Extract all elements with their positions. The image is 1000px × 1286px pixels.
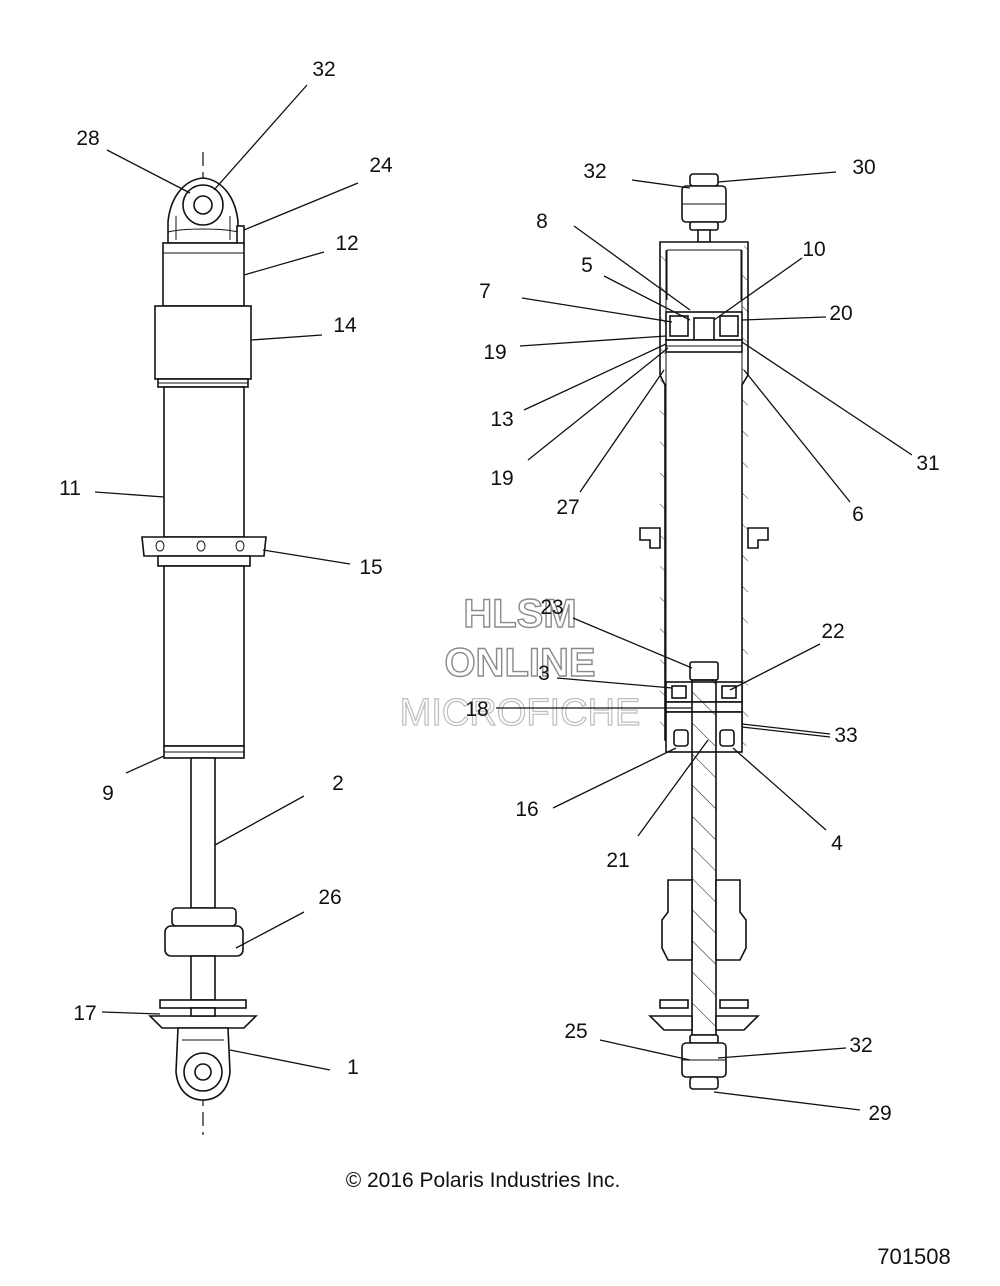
callout-7: 7 — [479, 280, 491, 303]
washer-17 — [159, 999, 247, 1009]
callout-11: 11 — [59, 477, 81, 500]
reservoir-fitting — [236, 225, 245, 245]
leader-lines — [94, 84, 913, 1111]
callout-5: 5 — [581, 254, 593, 277]
watermark-line-3: MICROFICHE — [400, 692, 641, 734]
section-shaft — [691, 679, 717, 1036]
callout-32: 32 — [312, 58, 335, 81]
right-shock-cross-section — [639, 173, 769, 1090]
callout-1: 1 — [347, 1056, 359, 1079]
section-top-bushing — [689, 173, 719, 187]
top-eyelet-bore-inner — [193, 195, 213, 215]
callout-9: 9 — [102, 782, 114, 805]
callout-16: 16 — [515, 798, 538, 821]
callout-26: 26 — [318, 886, 341, 909]
callout-19-a: 19 — [483, 341, 506, 364]
callout-14: 14 — [333, 314, 357, 337]
callout-23: 23 — [540, 596, 563, 619]
callout-30: 30 — [852, 156, 875, 179]
spring-collar-14 — [154, 305, 252, 380]
callout-32-bottom: 32 — [849, 1034, 872, 1057]
callout-32-top: 32 — [583, 160, 606, 183]
callout-19-b: 19 — [490, 467, 513, 490]
callout-4: 4 — [831, 832, 843, 855]
watermark-line-2: ONLINE — [444, 641, 595, 685]
lower-cup — [148, 1015, 258, 1029]
adjuster-ring-15 — [141, 536, 267, 557]
watermark-line-1: HLSM — [463, 592, 576, 636]
lower-eyelet-bore-inner — [194, 1063, 212, 1081]
callout-29: 29 — [868, 1102, 891, 1125]
callout-12: 12 — [335, 232, 358, 255]
callout-24: 24 — [369, 154, 393, 177]
callout-6: 6 — [852, 503, 864, 526]
left-shock-exterior-view — [141, 152, 267, 1135]
shock-body-11 — [163, 386, 245, 538]
callout-25: 25 — [564, 1020, 587, 1043]
callout-3: 3 — [538, 662, 550, 685]
callout-27: 27 — [556, 496, 579, 519]
lower-body — [163, 565, 245, 747]
callout-31: 31 — [916, 452, 939, 475]
callout-28: 28 — [76, 127, 99, 150]
callout-18: 18 — [465, 698, 488, 721]
section-bump-stop — [661, 879, 693, 961]
callout-13: 13 — [490, 408, 513, 431]
piston-shaft-2 — [190, 757, 216, 909]
callout-20: 20 — [829, 302, 852, 325]
callouts-left: 32 28 24 12 14 11 15 9 2 26 17 1 — [59, 58, 393, 1079]
callouts-right: 32 30 8 10 5 7 20 19 13 31 19 27 6 23 22… — [465, 156, 939, 1125]
callout-10: 10 — [802, 238, 825, 261]
bump-stop-26 — [171, 907, 237, 927]
callout-15: 15 — [359, 556, 382, 579]
callout-8: 8 — [536, 210, 548, 233]
callout-17: 17 — [73, 1002, 96, 1025]
upper-body-12 — [162, 242, 245, 307]
callout-2: 2 — [332, 772, 344, 795]
drawing-number: 701508 — [877, 1244, 950, 1269]
callout-33: 33 — [834, 724, 857, 747]
callout-21: 21 — [606, 849, 629, 872]
callout-22: 22 — [821, 620, 844, 643]
watermark: HLSM ONLINE MICROFICHE — [399, 591, 641, 734]
section-shaft-top — [689, 661, 719, 681]
copyright-notice: © 2016 Polaris Industries Inc. — [346, 1169, 621, 1192]
